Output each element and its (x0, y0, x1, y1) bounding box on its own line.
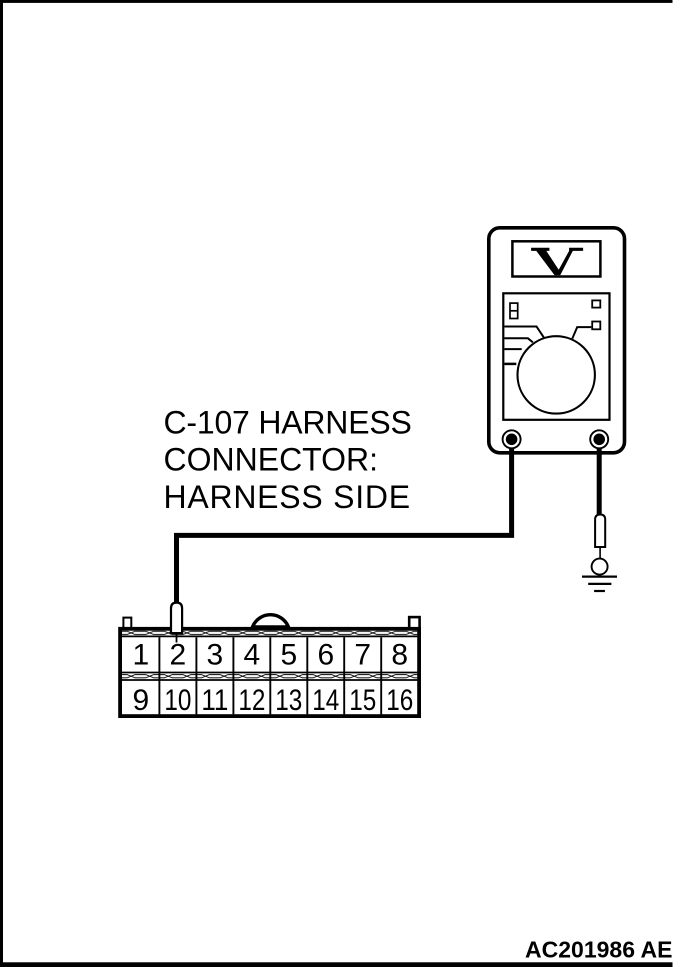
svg-text:14: 14 (312, 684, 339, 717)
svg-text:15: 15 (349, 684, 376, 717)
svg-text:10: 10 (164, 684, 191, 717)
svg-text:12: 12 (238, 684, 265, 717)
svg-text:8: 8 (391, 638, 408, 671)
svg-text:11: 11 (201, 684, 228, 717)
svg-text:6: 6 (317, 638, 334, 671)
svg-text:7: 7 (354, 638, 371, 671)
svg-text:CONNECTOR:: CONNECTOR: (164, 441, 379, 477)
svg-text:AC201986 AE: AC201986 AE (525, 936, 672, 962)
svg-text:4: 4 (244, 638, 261, 671)
svg-text:16: 16 (386, 684, 413, 717)
svg-text:C-107 HARNESS: C-107 HARNESS (164, 405, 412, 441)
svg-text:HARNESS SIDE: HARNESS SIDE (164, 479, 411, 515)
svg-text:9: 9 (133, 684, 150, 717)
svg-text:1: 1 (133, 638, 150, 671)
svg-text:13: 13 (275, 684, 302, 717)
svg-text:2: 2 (170, 638, 187, 671)
svg-text:3: 3 (207, 638, 224, 671)
svg-text:5: 5 (280, 638, 297, 671)
